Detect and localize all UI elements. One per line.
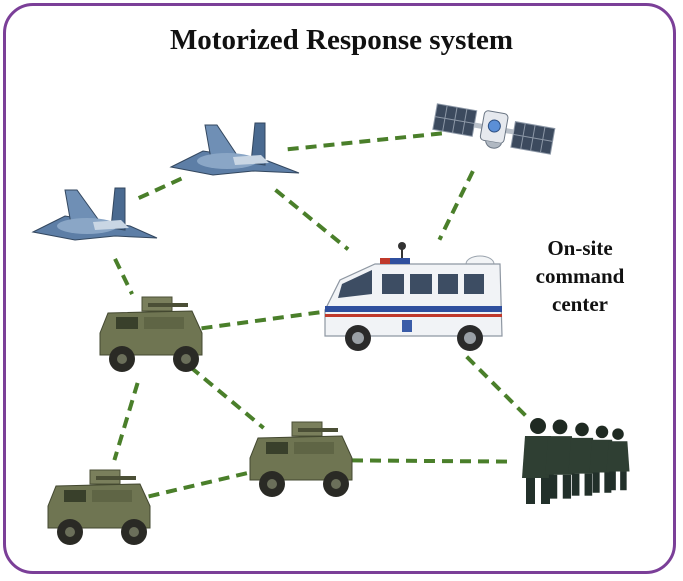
- command-center-label: On-site command center: [520, 234, 640, 318]
- diagram-title: Motorized Response system: [169, 24, 514, 56]
- armored-truck-icon: [249, 421, 353, 497]
- command-center-label-line: center: [552, 292, 608, 316]
- connection-link: [148, 469, 254, 499]
- drone-icon: [31, 187, 158, 241]
- drone-icon: [169, 122, 300, 176]
- connection-link: [137, 175, 186, 200]
- armored-truck-icon: [99, 296, 203, 372]
- command-center-label-line: On-site: [547, 236, 613, 260]
- connection-link: [465, 355, 532, 422]
- connection-link: [274, 188, 350, 251]
- link-layer: [112, 130, 532, 499]
- armored-truck-icon: [47, 469, 151, 545]
- connection-link: [287, 130, 447, 152]
- satellite-icon: [432, 103, 556, 155]
- police-squad-icon: [522, 418, 630, 504]
- command-center-label-line: command: [535, 264, 625, 288]
- connection-link: [113, 258, 134, 295]
- connection-link: [112, 382, 140, 461]
- connection-link: [437, 170, 475, 241]
- connection-link: [351, 458, 513, 464]
- command-van-icon: [324, 242, 503, 351]
- connection-link: [201, 310, 320, 331]
- connection-link: [189, 365, 265, 430]
